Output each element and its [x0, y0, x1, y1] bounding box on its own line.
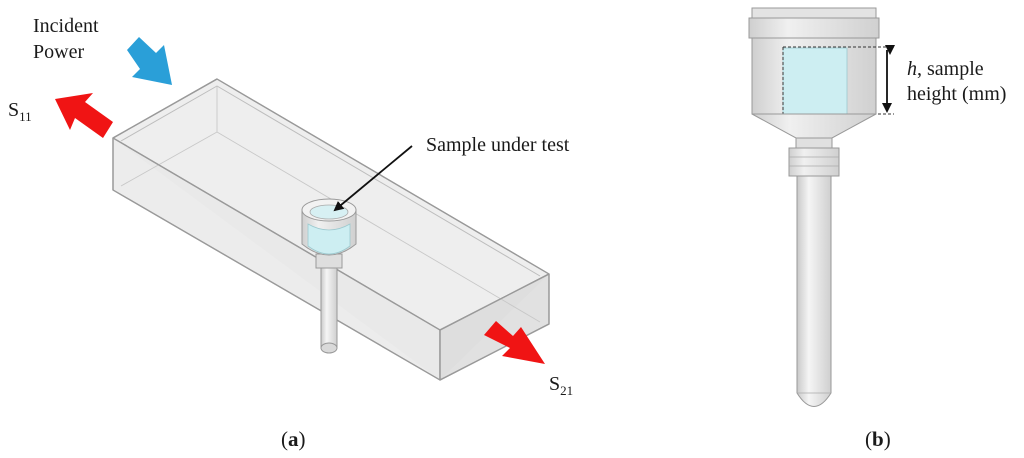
s11-sub: 11: [19, 109, 32, 124]
caption-b-open: (: [865, 427, 872, 451]
tube-collar-b: [788, 147, 840, 177]
s21-sub: 21: [560, 383, 573, 398]
height-label: h, sample height (mm): [907, 58, 1006, 105]
s11-arrow: [55, 93, 113, 138]
incident-label-line2: Power: [33, 41, 84, 63]
sample-tube-a: [301, 198, 357, 354]
s21-arrow: [484, 321, 545, 364]
s11-label: S11: [8, 99, 32, 124]
tube-stem-a: [320, 261, 338, 349]
tube-neck-b: [795, 137, 833, 149]
tube-top-band-b: [748, 17, 880, 39]
waveguide-outline: [112, 78, 550, 381]
caption-a: (a): [281, 427, 306, 451]
tube-top-cap-b: [751, 7, 877, 19]
height-label-line2: height (mm): [907, 83, 1006, 105]
red-arrow-icon: [484, 321, 545, 364]
tube-collar-a: [315, 253, 343, 269]
incident-label-line1: Incident: [33, 15, 99, 37]
panel-b: h, sample height (mm) (b): [748, 7, 1006, 451]
tube-opening-a: [309, 204, 349, 220]
caption-b-letter: b: [872, 427, 884, 451]
panel-a: Incident Power S11 S21 Sample under test…: [8, 15, 573, 451]
tube-stem-b: [796, 175, 832, 407]
caption-a-close: ): [299, 427, 306, 451]
tube-stem-tip-a: [320, 342, 338, 354]
caption-a-open: (: [281, 427, 288, 451]
caption-b: (b): [865, 427, 891, 451]
waveguide-edge-end-top: [439, 273, 550, 331]
blue-arrow-icon: [127, 37, 172, 85]
sample-under-test-label: Sample under test: [426, 134, 570, 156]
tube-liquid-a: [307, 223, 351, 255]
sample-liquid-b: [782, 47, 848, 115]
s21-label: S21: [549, 373, 573, 398]
waveguide-inner-edge-3: [120, 131, 218, 187]
red-arrow-icon: [55, 93, 113, 138]
sample-pointer-arrow: [333, 145, 413, 212]
s21-base: S: [549, 373, 560, 395]
tube-funnel-b: [751, 113, 877, 139]
incident-power-label: Incident Power: [33, 15, 104, 63]
waveguide-edge-front-top: [112, 137, 441, 331]
caption-b-close: ): [884, 427, 891, 451]
height-label-h: h: [907, 58, 917, 80]
height-label-rest: , sample: [917, 58, 984, 80]
caption-a-letter: a: [288, 427, 299, 451]
incident-power-arrow: [127, 37, 172, 85]
s11-base: S: [8, 99, 19, 121]
